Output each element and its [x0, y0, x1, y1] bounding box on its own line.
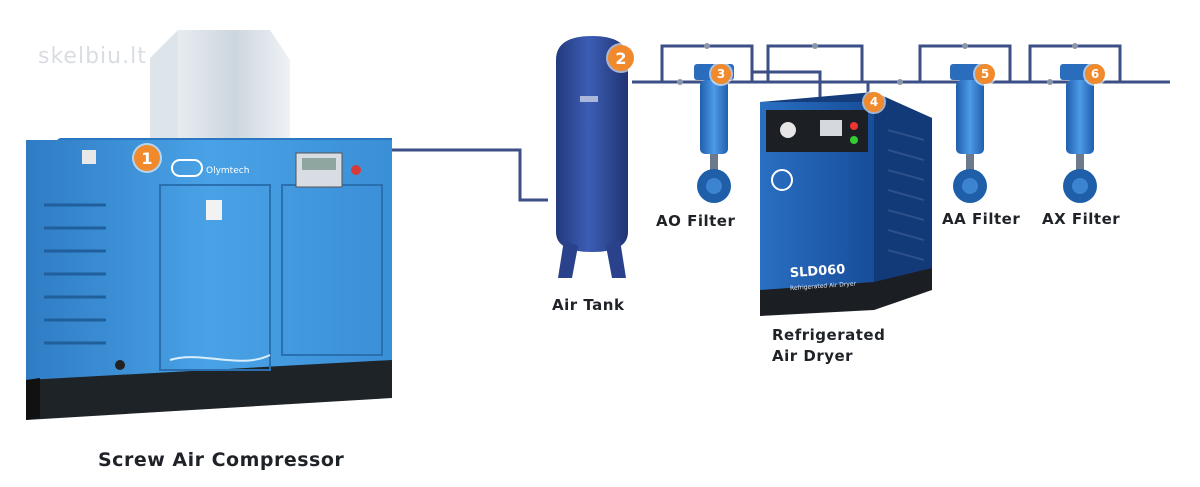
step-badge-4: 4 — [864, 92, 884, 112]
dryer-model: SLD060 — [789, 262, 845, 281]
compressor-brand: Olymtech — [206, 166, 249, 176]
exhaust-duct — [150, 30, 290, 140]
label-dryer-line1: Refrigerated — [772, 326, 886, 344]
label-dryer-line2: Air Dryer — [772, 347, 854, 365]
label-ao-filter: AO Filter — [656, 212, 736, 230]
bypass-valves — [677, 43, 1078, 85]
step-badge-6: 6 — [1085, 64, 1105, 84]
label-air-tank: Air Tank — [552, 296, 625, 314]
watermark: skelbiu.lt — [38, 44, 147, 69]
aa-filter — [950, 64, 990, 203]
ao-filter — [694, 64, 734, 203]
label-aa-filter: AA Filter — [942, 210, 1021, 228]
air-tank — [556, 36, 628, 278]
step-badge-1: 1 — [134, 145, 160, 171]
refrigerated-air-dryer — [760, 92, 932, 316]
screw-air-compressor — [26, 138, 392, 420]
step-badge-2: 2 — [608, 45, 634, 71]
label-screw-air-compressor: Screw Air Compressor — [98, 449, 345, 471]
ax-filter — [1060, 64, 1100, 203]
step-badge-3: 3 — [711, 64, 731, 84]
step-badge-5: 5 — [975, 64, 995, 84]
label-ax-filter: AX Filter — [1042, 210, 1121, 228]
dryer-subtitle: Refrigerated Air Dryer — [790, 280, 857, 292]
